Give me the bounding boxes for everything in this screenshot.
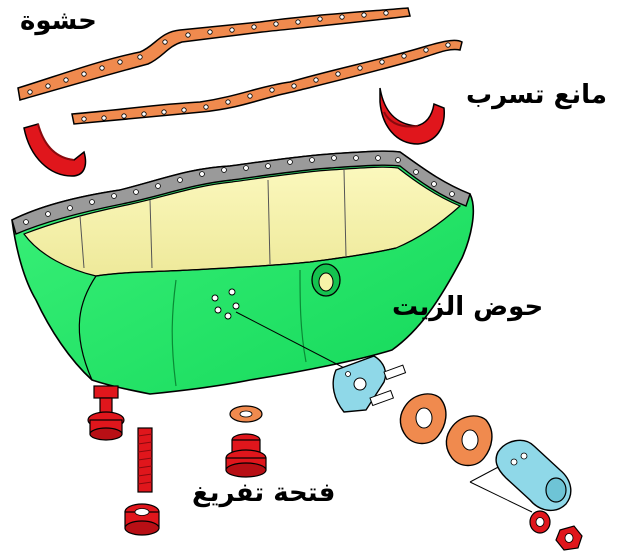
seal-label: مانع تسرب: [466, 82, 607, 108]
oil-pan: [12, 151, 473, 394]
drain-plug: [226, 434, 266, 477]
flange-gasket-2: [446, 416, 492, 466]
left-seal: [24, 124, 86, 176]
gasket-label: حشوة: [20, 8, 97, 34]
flange-gasket-1: [400, 394, 446, 444]
right-seal: [380, 88, 444, 144]
drain-washer: [230, 406, 262, 422]
stud-nut: [125, 504, 159, 535]
oil-pan-label: حوض الزيت: [392, 294, 543, 320]
pickup-flange: [333, 356, 405, 412]
small-nut: [556, 526, 582, 550]
drain-bolt: [88, 386, 124, 440]
long-stud: [138, 428, 152, 492]
drain-plug-label: فتحة تفريغ: [192, 480, 335, 506]
lower-gasket: [72, 40, 462, 124]
small-washer: [530, 511, 550, 533]
